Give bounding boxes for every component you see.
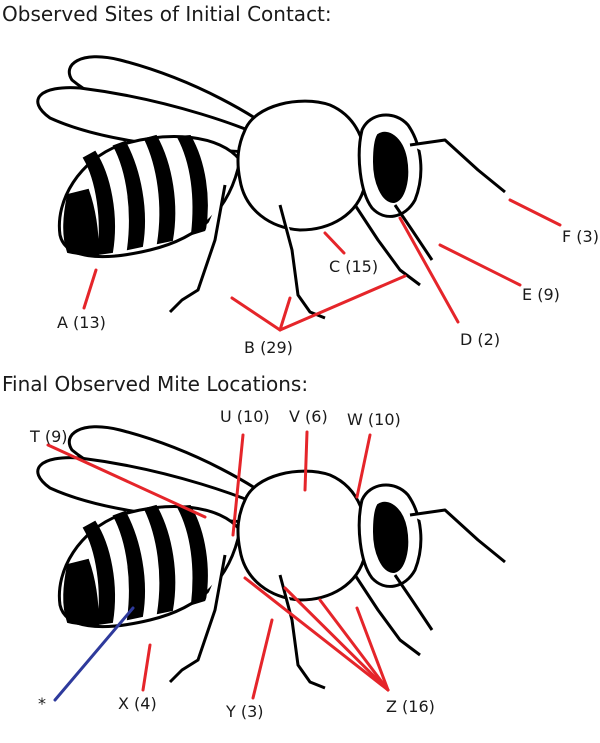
bee-illustration-bottom <box>36 425 507 690</box>
pointer-line-asterisk <box>53 606 135 702</box>
pointer-line-b-mid <box>278 296 292 332</box>
label-w: W (10) <box>347 410 401 429</box>
pointer-line-b-right <box>278 274 407 332</box>
pointer-line-e <box>438 243 522 287</box>
label-x: X (4) <box>118 694 157 713</box>
label-asterisk: * <box>38 694 46 713</box>
pointer-line-z-4 <box>355 606 390 692</box>
pointer-line-z-1 <box>243 576 390 692</box>
pointer-line-t <box>46 443 207 519</box>
label-a: A (13) <box>57 313 106 332</box>
pointer-line-z-2 <box>283 586 390 692</box>
initial-contact-heading: Observed Sites of Initial Contact: <box>2 2 332 26</box>
pointer-line-u <box>231 433 245 537</box>
label-t: T (9) <box>30 427 68 446</box>
final-locations-heading: Final Observed Mite Locations: <box>2 372 309 396</box>
pointer-line-x <box>141 643 152 692</box>
pointer-line-f <box>508 198 562 227</box>
label-u: U (10) <box>220 407 270 426</box>
label-b: B (29) <box>244 338 293 357</box>
label-v: V (6) <box>289 407 328 426</box>
pointer-line-d <box>398 216 460 324</box>
pointer-line-z-3 <box>318 598 390 692</box>
pointer-line-b-left <box>230 296 282 332</box>
label-f: F (3) <box>562 227 599 246</box>
label-c: C (15) <box>329 257 379 276</box>
pointer-line-a <box>82 268 98 310</box>
pointer-line-w <box>355 433 372 499</box>
pointer-line-c <box>323 231 346 255</box>
label-y: Y (3) <box>226 702 264 721</box>
pointer-line-y <box>251 618 274 700</box>
label-e: E (9) <box>522 285 560 304</box>
pointer-line-v <box>303 430 309 492</box>
label-z: Z (16) <box>386 697 435 716</box>
label-d: D (2) <box>460 330 501 349</box>
